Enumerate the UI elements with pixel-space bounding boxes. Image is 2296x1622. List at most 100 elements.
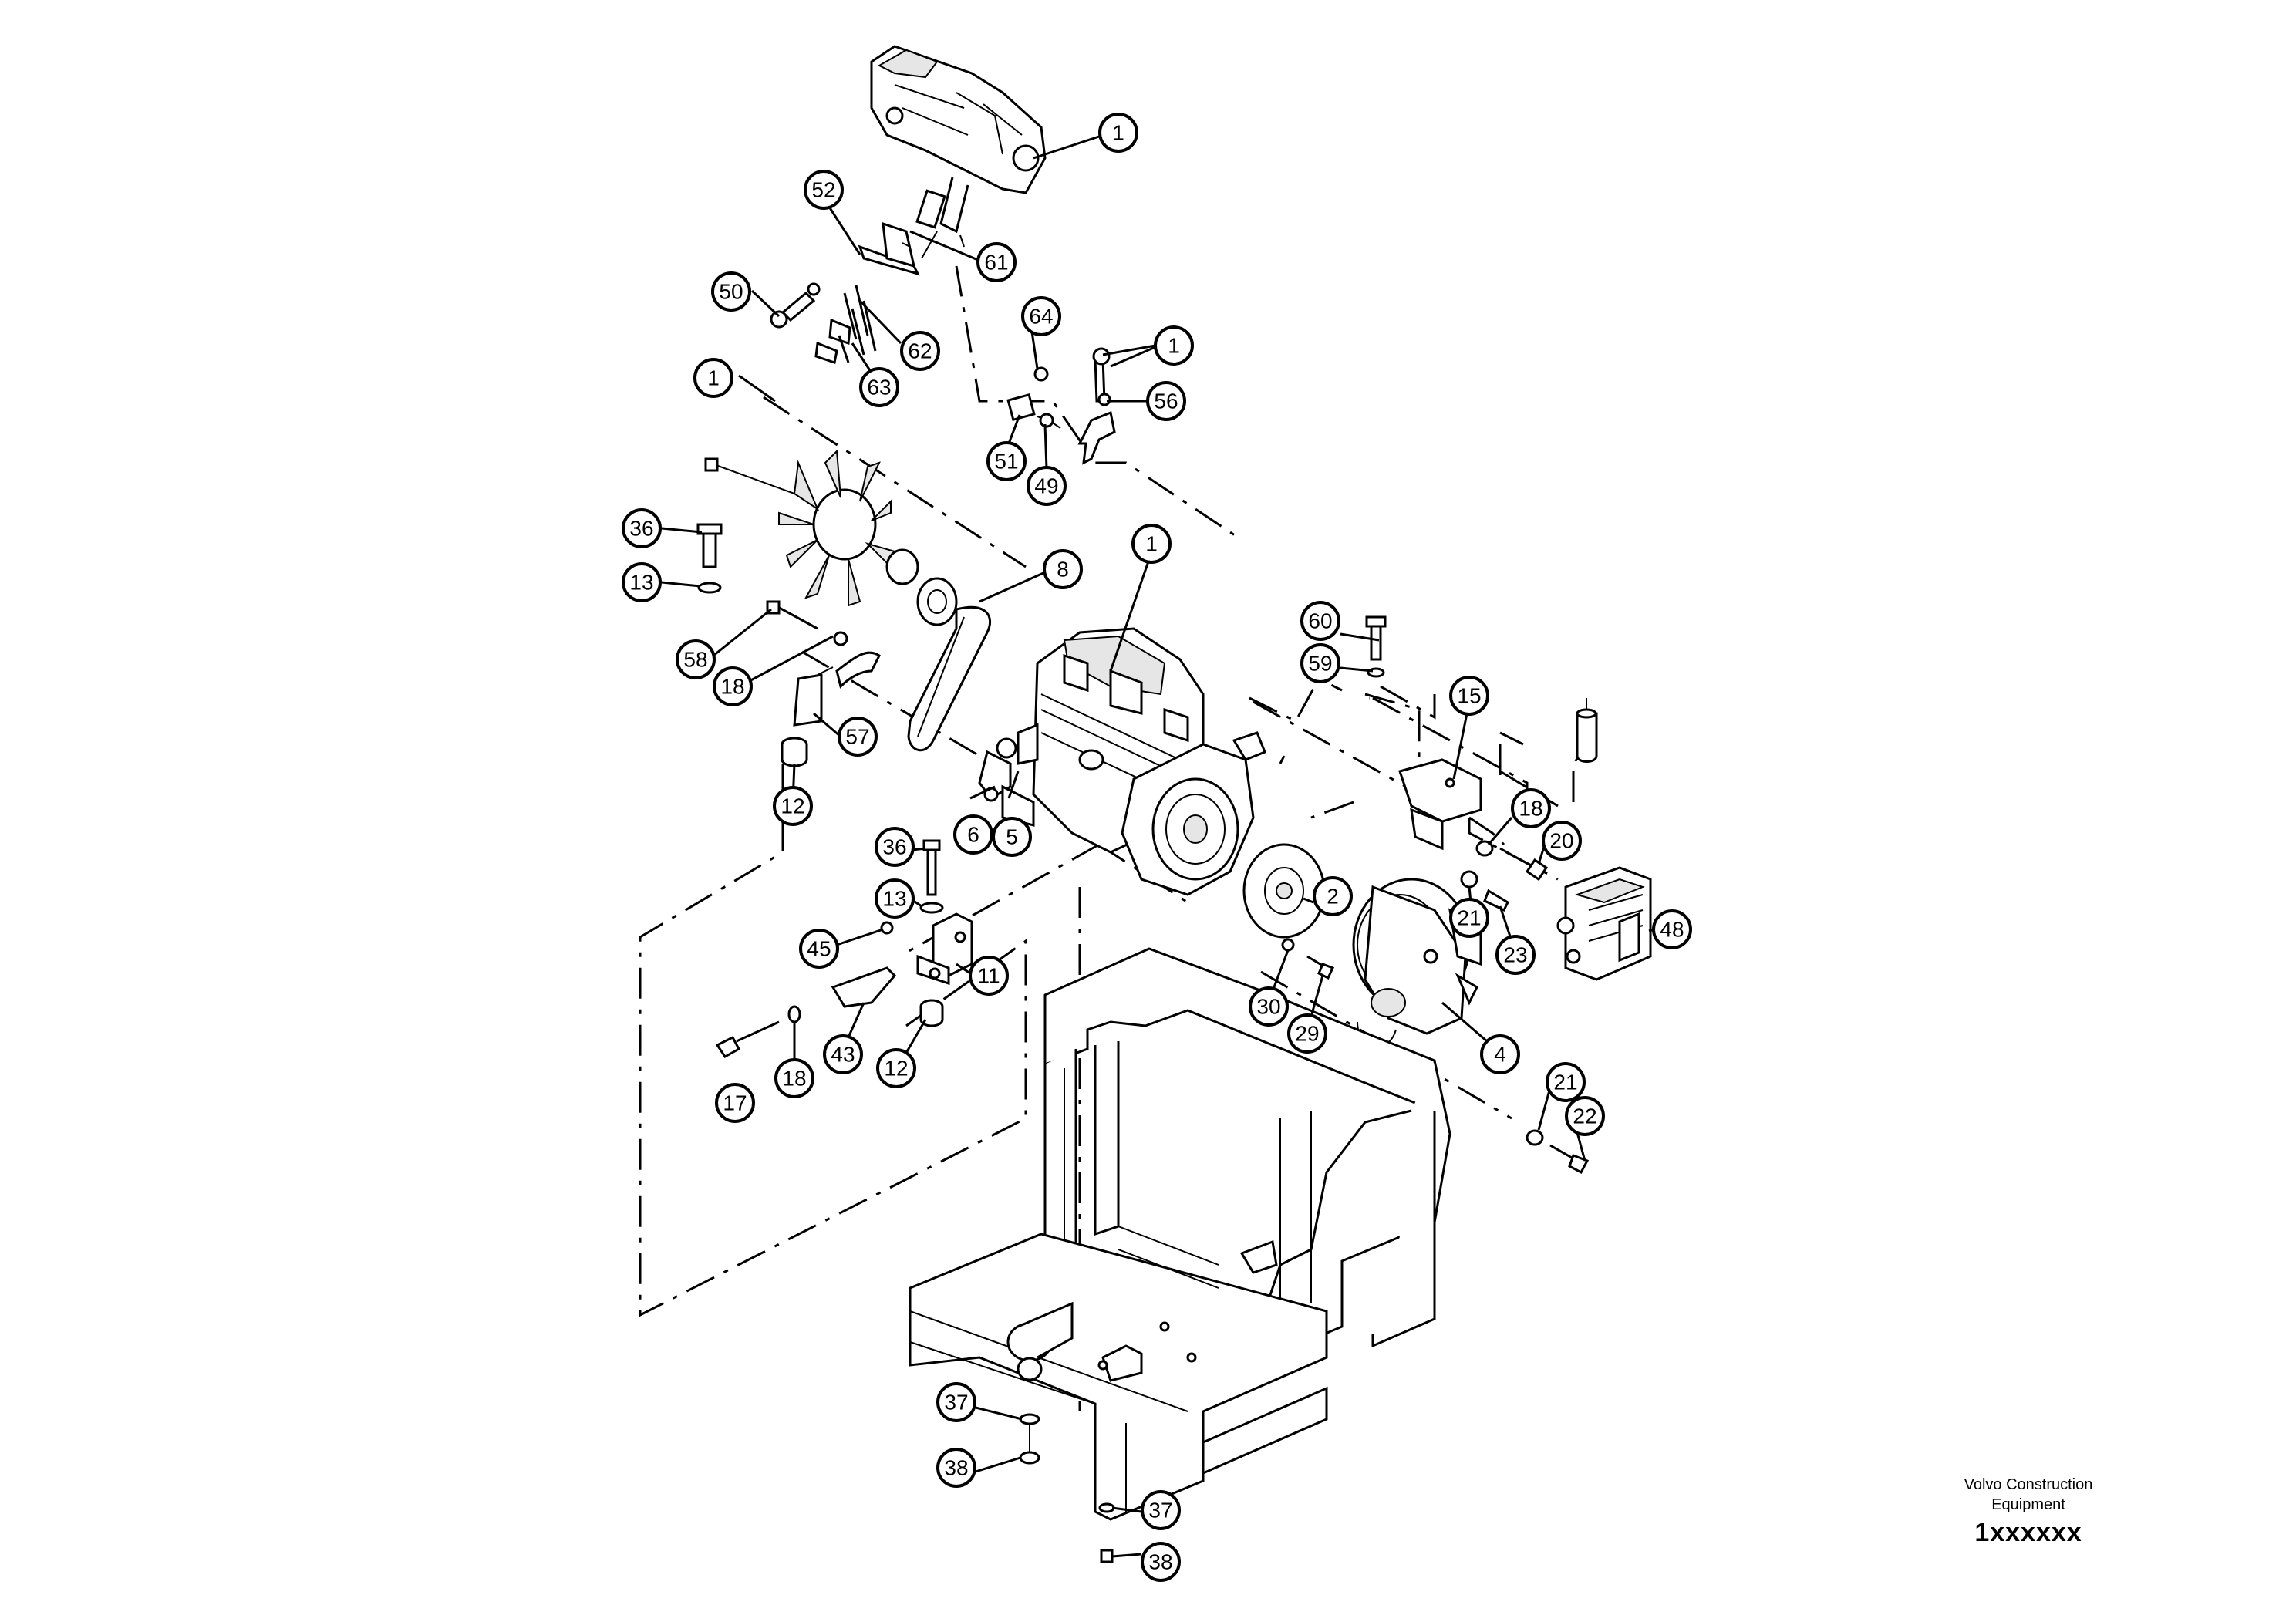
svg-text:22: 22 (1573, 1104, 1596, 1128)
svg-text:4: 4 (1494, 1043, 1506, 1067)
svg-text:60: 60 (1308, 609, 1332, 633)
callout-11: 11 (969, 956, 1009, 996)
svg-text:17: 17 (723, 1091, 747, 1115)
bolt-60 (1365, 615, 1387, 678)
svg-text:1: 1 (707, 366, 720, 390)
callout-52: 52 (804, 170, 844, 210)
serial-number: 1xxxxxx (1974, 1518, 2082, 1547)
callout-36-lower: 36 (875, 827, 915, 867)
svg-text:38: 38 (944, 1456, 968, 1480)
callout-18-right: 18 (1511, 788, 1551, 828)
engine-mount-12-lower (919, 999, 944, 1027)
svg-text:63: 63 (867, 376, 891, 400)
callout-23: 23 (1495, 935, 1536, 975)
callout-37-left: 37 (936, 1382, 976, 1422)
callout-13-lower: 13 (875, 878, 915, 919)
pump-mount-plate (858, 221, 920, 276)
callout-61: 61 (976, 242, 1017, 282)
callout-63: 63 (859, 367, 899, 407)
svg-text:52: 52 (811, 178, 835, 202)
svg-text:30: 30 (1256, 995, 1280, 1019)
callout-59: 59 (1300, 643, 1340, 683)
svg-text:37: 37 (1148, 1499, 1172, 1523)
brand-caption: Volvo Construction Equipment (1905, 1475, 2152, 1515)
callout-60: 60 (1300, 601, 1340, 641)
svg-text:12: 12 (781, 794, 804, 818)
callout-38-right: 38 (1141, 1542, 1181, 1582)
svg-text:11: 11 (977, 964, 1000, 988)
svg-text:1: 1 (1112, 121, 1124, 145)
svg-text:1: 1 (1145, 532, 1158, 556)
callout-1-engine: 1 (1131, 524, 1172, 564)
callout-51: 51 (986, 441, 1027, 481)
callout-57: 57 (838, 717, 878, 757)
callout-1-bracket: 1 (1154, 325, 1194, 366)
svg-text:20: 20 (1549, 829, 1573, 853)
svg-text:21: 21 (1457, 906, 1481, 930)
svg-text:18: 18 (782, 1067, 806, 1091)
callout-8: 8 (1043, 549, 1083, 589)
bolt-58 (766, 600, 848, 646)
callout-15: 15 (1449, 676, 1489, 716)
bolt-17 (715, 1005, 801, 1058)
callout-21-right: 21 (1449, 898, 1489, 938)
callout-48: 48 (1652, 909, 1692, 949)
control-valve (1556, 866, 1652, 981)
svg-text:57: 57 (845, 725, 869, 749)
callout-21-lower: 21 (1546, 1062, 1586, 1102)
callout-22: 22 (1565, 1096, 1605, 1136)
bell-housing (1352, 878, 1482, 1047)
bolt-36-lower (919, 839, 944, 914)
svg-text:1: 1 (1168, 334, 1180, 358)
svg-text:21: 21 (1553, 1071, 1577, 1094)
coupling-disc (1242, 843, 1326, 939)
callout-38-left: 38 (936, 1448, 976, 1488)
callout-1-fan: 1 (693, 358, 733, 398)
flywheel-housing (1121, 731, 1266, 896)
callout-4: 4 (1480, 1034, 1520, 1074)
fan-pulley (885, 548, 958, 626)
svg-text:51: 51 (994, 450, 1018, 474)
cooling-fan (704, 449, 896, 607)
svg-text:18: 18 (1519, 797, 1542, 821)
bolt-36-upper (696, 523, 723, 594)
callout-36-upper: 36 (622, 508, 662, 548)
callout-58: 58 (676, 639, 716, 679)
callout-12-lower: 12 (876, 1048, 916, 1088)
svg-text:29: 29 (1295, 1022, 1319, 1046)
callout-29: 29 (1287, 1013, 1327, 1054)
mount-bracket-11 (916, 912, 973, 986)
callout-43: 43 (823, 1034, 863, 1074)
callout-49: 49 (1027, 466, 1067, 506)
svg-text:50: 50 (719, 280, 743, 304)
svg-text:2: 2 (1327, 885, 1339, 909)
svg-text:6: 6 (967, 823, 979, 847)
brand-line-1: Volvo Construction (1964, 1476, 2093, 1493)
callout-50: 50 (711, 271, 751, 312)
callout-45: 45 (799, 929, 839, 969)
bolt-37-left (1019, 1413, 1040, 1465)
bolt-22 (1526, 1129, 1590, 1175)
svg-text:62: 62 (908, 339, 932, 363)
callout-12-upper: 12 (773, 786, 813, 826)
plate-43 (831, 921, 897, 1008)
callout-5: 5 (992, 817, 1032, 857)
svg-text:56: 56 (1154, 389, 1178, 413)
engine-mount-12-upper (781, 737, 808, 767)
callout-1-pump: 1 (1098, 113, 1138, 153)
svg-text:61: 61 (984, 251, 1008, 275)
svg-text:13: 13 (629, 571, 653, 595)
svg-text:13: 13 (882, 887, 906, 911)
svg-text:15: 15 (1457, 684, 1481, 708)
callout-18-upper: 18 (713, 666, 753, 706)
svg-text:12: 12 (884, 1057, 908, 1081)
svg-text:5: 5 (1006, 825, 1018, 849)
callout-30: 30 (1249, 986, 1289, 1027)
hydraulic-pump (870, 45, 1047, 259)
svg-text:36: 36 (629, 517, 653, 541)
callout-64: 64 (1021, 296, 1061, 336)
callout-18-lower: 18 (774, 1058, 814, 1098)
svg-text:38: 38 (1148, 1550, 1172, 1574)
svg-text:64: 64 (1029, 305, 1053, 329)
callout-17: 17 (715, 1083, 755, 1123)
